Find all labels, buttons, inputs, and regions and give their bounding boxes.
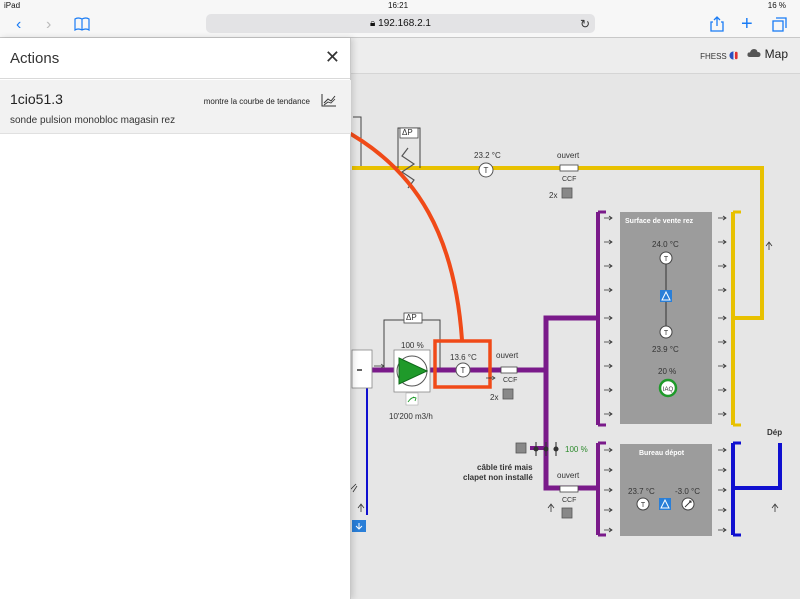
action-item[interactable]: 1cio51.3 sonde pulsion monobloc magasin … — [0, 80, 351, 134]
room1-temp-bottom: 23.9 °C — [652, 345, 679, 354]
trend-chart-icon[interactable] — [321, 93, 337, 107]
app-header: FHESS Map — [351, 38, 800, 74]
svg-text:T: T — [664, 256, 669, 263]
lock-icon: 🔒︎ — [370, 18, 376, 29]
damper-percent: 100 % — [565, 445, 588, 454]
top-count: 2x — [549, 191, 558, 200]
low-valve-state: ouvert — [557, 471, 580, 480]
ios-status-bar: iPad 16:21 16 % — [0, 0, 800, 11]
top-valve-state: ouvert — [557, 151, 580, 160]
up-arrow-icon — [765, 241, 773, 250]
fan-delta-p: ΔP — [406, 313, 417, 322]
highlight-box — [433, 339, 492, 389]
tabs-icon[interactable] — [772, 11, 787, 41]
map-button[interactable]: Map — [747, 47, 788, 61]
damper-note-line1: câble tiré mais — [477, 463, 533, 472]
url-text: 192.168.2.1 — [378, 18, 431, 29]
mid-valve-state: ouvert — [496, 351, 519, 360]
fan-flow: 10'200 m3/h — [389, 412, 433, 421]
fan-icon[interactable] — [398, 357, 429, 385]
battery-level: 16 % — [767, 1, 786, 10]
share-icon[interactable] — [710, 11, 724, 41]
french-flag-icon[interactable] — [729, 51, 738, 60]
room1-aq-percent: 20 % — [658, 367, 677, 376]
map-label: Map — [764, 47, 788, 61]
url-bar[interactable]: 🔒︎ 192.168.2.1 — [206, 14, 595, 33]
room-temp-sensor-icon[interactable] — [659, 251, 673, 265]
user-label: FHESS — [700, 52, 727, 61]
fan-percent: 100 % — [401, 341, 424, 350]
room2-title: Bureau dépot — [639, 450, 685, 457]
supply-temperature-sensor-icon[interactable] — [455, 362, 471, 378]
annotation-arrow — [339, 126, 464, 341]
top-temp-value: 23.2 °C — [474, 151, 501, 160]
svg-text:IAQ: IAQ — [663, 387, 674, 393]
room2-temp: 23.7 °C — [628, 487, 655, 496]
browser-toolbar: ‹ › 🔒︎ 192.168.2.1 ↻ + — [0, 11, 800, 38]
bookmarks-icon[interactable] — [74, 11, 90, 40]
action-item-id: 1cio51.3 — [10, 91, 63, 107]
valve-actuator-icon — [561, 187, 573, 199]
ccf-valve-icon[interactable] — [500, 366, 518, 374]
svg-text:T: T — [641, 502, 646, 509]
ccf-valve-icon[interactable] — [559, 164, 579, 172]
heat-exchanger-icon — [400, 147, 416, 189]
room2-outdoor-temp: -3.0 °C — [675, 487, 700, 496]
mid-count: 2x — [490, 393, 499, 402]
reload-icon[interactable]: ↻ — [580, 17, 591, 31]
trend-curve-link[interactable]: montre la courbe de tendance — [203, 97, 310, 106]
svg-text:T: T — [461, 366, 466, 375]
clock: 16:21 — [388, 1, 409, 10]
blue-exhaust-duct — [733, 443, 782, 490]
exchanger-delta-p: ΔP — [402, 128, 413, 137]
valve-actuator-icon — [561, 507, 573, 519]
room1-temp-top: 24.0 °C — [652, 240, 679, 249]
low-valve-label: CCF — [562, 497, 577, 504]
back-icon[interactable]: ‹ — [16, 16, 22, 33]
damper-note-line2: clapet non installé — [463, 473, 533, 482]
action-item-description: sonde pulsion monobloc magasin rez — [10, 115, 176, 126]
room-temp-sensor-icon[interactable] — [659, 325, 673, 339]
damper-actuator-icon — [515, 442, 527, 454]
ccf-valve-icon[interactable] — [559, 485, 579, 493]
depot-label: Dép — [767, 428, 783, 437]
fan-speed-icon[interactable] — [405, 392, 419, 406]
top-valve-label: CCF — [562, 176, 577, 183]
mid-valve-label: CCF — [503, 377, 518, 384]
sensor-temp-value: 13.6 °C — [450, 353, 477, 362]
room-bureau-depot[interactable] — [620, 444, 712, 536]
room-temp-sensor-icon[interactable] — [636, 497, 650, 511]
room1-title: Surface de vente rez — [625, 218, 694, 225]
panel-title: Actions — [10, 50, 60, 67]
svg-text:T: T — [484, 166, 489, 175]
new-tab-icon[interactable]: + — [741, 13, 753, 35]
valve-actuator-icon — [502, 388, 514, 400]
device-name: iPad — [4, 1, 21, 10]
svg-text:T: T — [664, 330, 669, 337]
panel-header: Actions ✕ — [0, 38, 350, 79]
temperature-sensor-icon[interactable] — [478, 162, 494, 178]
cloud-icon — [747, 49, 761, 57]
air-quality-sensor-icon[interactable] — [658, 378, 678, 398]
damper-icon[interactable] — [533, 442, 559, 456]
forward-icon[interactable]: › — [46, 16, 52, 33]
actions-panel: Actions ✕ 1cio51.3 sonde pulsion monoblo… — [0, 38, 351, 599]
close-icon[interactable]: ✕ — [324, 47, 340, 67]
yellow-duct — [352, 166, 764, 320]
